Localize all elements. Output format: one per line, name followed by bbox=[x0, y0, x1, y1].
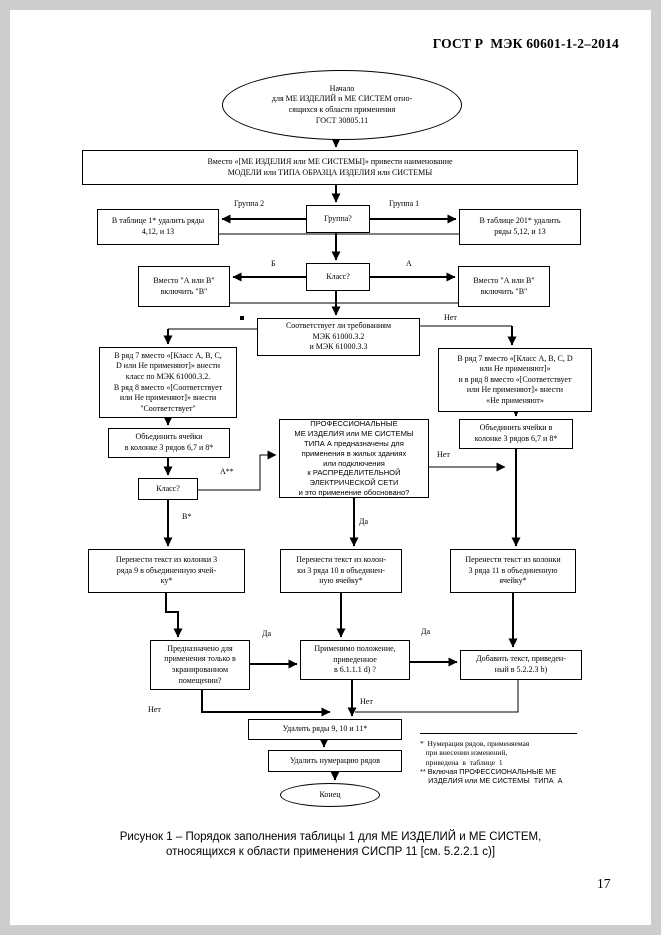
decision-professional-use: ПРОФЕССИОНАЛЬНЫЕ МЕ ИЗДЕЛИЯ или МЕ СИСТЕ… bbox=[279, 419, 429, 498]
branch-label-prof-no: Нет bbox=[437, 450, 450, 459]
flow-node-rename-model: Вместо «[МЕ ИЗДЕЛИЯ или МЕ СИСТЕМЫ]» при… bbox=[82, 150, 578, 185]
branch-label-group1: Группа 1 bbox=[389, 199, 420, 208]
decision-class: Класс? bbox=[306, 263, 370, 291]
decision-shielded-location: Предназначено для применения только в эк… bbox=[150, 640, 250, 690]
branch-label-shielded-yes: Да bbox=[262, 629, 272, 638]
action-delete-rows: Удалить ряды 9, 10 и 11* bbox=[248, 719, 402, 740]
footnote-row-numbering: * Нумерация рядов, применяемая при внесе… bbox=[420, 739, 530, 767]
figure-caption: Рисунок 1 – Порядок заполнения таблицы 1… bbox=[119, 831, 542, 858]
branch-label-class2-a: А** bbox=[220, 467, 234, 476]
decision-group: Группа? bbox=[306, 205, 370, 233]
decision-class-2: Класс? bbox=[138, 478, 198, 500]
page-number: 17 bbox=[597, 876, 611, 891]
action-delete-numbering: Удалить нумерацию рядов bbox=[268, 750, 402, 772]
action-add-text: Добавить текст, приведен- ный в 5.2.2.3 … bbox=[460, 650, 582, 680]
branch-label-conform-no: Нет bbox=[444, 313, 457, 322]
action-row7-8-not-applied: В ряд 7 вместо «[Класс А, В, С, D или Не… bbox=[438, 348, 592, 412]
action-transfer-row11: Перенести текст из колонки 3 ряда 11 в о… bbox=[450, 549, 576, 593]
action-merge-cells-right: Объединить ячейки в колонке 3 рядов 6,7 … bbox=[459, 419, 573, 449]
branch-label-class-b: Б bbox=[271, 259, 276, 268]
square-bullet-marker bbox=[240, 316, 244, 320]
standard-number: ГОСТ Р МЭК 60601-1-2–2014 bbox=[432, 36, 619, 51]
decision-provision-applicable: Применимо положение, приведенное в 6.1.1… bbox=[300, 640, 410, 680]
decision-conforms-iec61000: Соответствует ли требованиям МЭК 61000.3… bbox=[257, 318, 420, 356]
action-transfer-row10: Перенести текст из колон- ки 3 ряда 10 в… bbox=[280, 549, 402, 593]
action-class-b-include: Вместо "А или В" включить "В" bbox=[138, 266, 230, 307]
footnote-including-professional: ** Включая ПРОФЕССИОНАЛЬНЫЕ МЕ ИЗДЕЛИЯ и… bbox=[420, 767, 563, 786]
action-row7-8-conforms: В ряд 7 вместо «[Класс А, В, С, D или Не… bbox=[99, 347, 237, 418]
branch-label-prof-yes: Да bbox=[359, 517, 369, 526]
action-group1-delete-rows: В таблице 201* удалить ряды 5,12, и 13 bbox=[459, 209, 581, 245]
action-transfer-row9: Перенести текст из колонки 3 ряда 9 в об… bbox=[88, 549, 245, 593]
branch-label-class2-b: В* bbox=[182, 512, 192, 521]
branch-label-group2: Группа 2 bbox=[234, 199, 265, 208]
action-class-a-include: Вместо "А или В" включить "В" bbox=[458, 266, 550, 307]
action-merge-cells-left: Объединить ячейки в колонке 3 рядов 6,7 … bbox=[108, 428, 230, 458]
branch-label-class-a: А bbox=[406, 259, 412, 268]
flow-node-start: Начало для МЕ ИЗДЕЛИЙ и МЕ СИСТЕМ отно- … bbox=[222, 70, 462, 140]
action-group2-delete-rows: В таблице 1* удалить ряды 4,12, и 13 bbox=[97, 209, 219, 245]
branch-label-applicable-yes: Да bbox=[421, 627, 431, 636]
branch-label-applicable-no: Нет bbox=[360, 697, 373, 706]
branch-label-shielded-no: Нет bbox=[148, 705, 161, 714]
footnote-divider bbox=[420, 733, 577, 734]
flow-node-end: Конец bbox=[280, 783, 380, 807]
